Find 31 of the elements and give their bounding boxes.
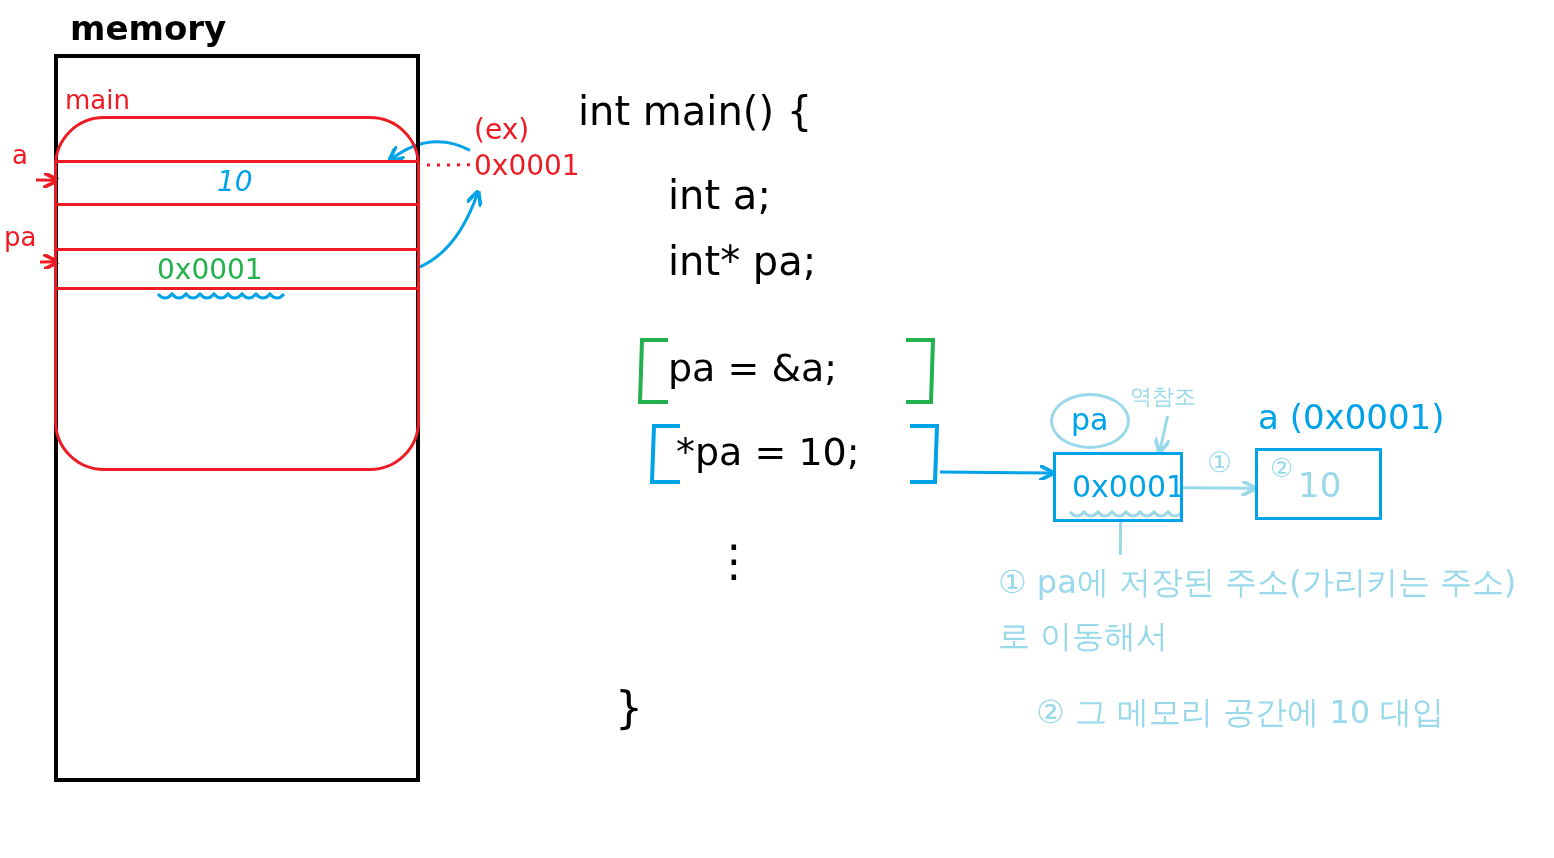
arrow (36, 170, 61, 190)
annotation-text: 역참조 (1130, 383, 1196, 411)
ellipsis: ⋮ (712, 535, 756, 586)
pointer-box (1053, 452, 1183, 522)
variable-label: pa (4, 222, 37, 252)
address-value: 0x0001 (1072, 469, 1186, 504)
bracketed-statement (638, 338, 936, 404)
arrow (40, 252, 61, 272)
note-text: ② 그 메모리 공간에 10 대입 (1036, 692, 1445, 733)
value-text: 10 (217, 165, 253, 198)
code-line: int* pa; (668, 238, 817, 284)
value-text: 0x0001 (157, 253, 263, 286)
pointer-name-ellipse (1050, 393, 1130, 449)
address-text: (ex) 0x0001 (474, 112, 581, 184)
callout-number: ② (1270, 453, 1294, 483)
value-text: 10 (1298, 465, 1342, 505)
code-statement: pa = &a; (668, 346, 838, 390)
code-line: } (615, 682, 643, 733)
code-line: int main() { (578, 88, 813, 134)
code-line: int a; (668, 172, 771, 218)
arrow (386, 140, 471, 163)
variable-label: a (0x0001) (1258, 397, 1445, 437)
leader-line (1118, 522, 1123, 555)
memory-cell (57, 248, 417, 290)
variable-label: a (12, 140, 28, 170)
note-text: ① pa에 저장된 주소(가리키는 주소)로 이동해서 (998, 562, 1518, 657)
code-statement: *pa = 10; (676, 430, 860, 474)
frame-label: main (65, 85, 130, 115)
memory-label: memory (70, 8, 227, 48)
bracketed-statement (650, 424, 940, 484)
pointer-name: pa (1071, 402, 1109, 437)
